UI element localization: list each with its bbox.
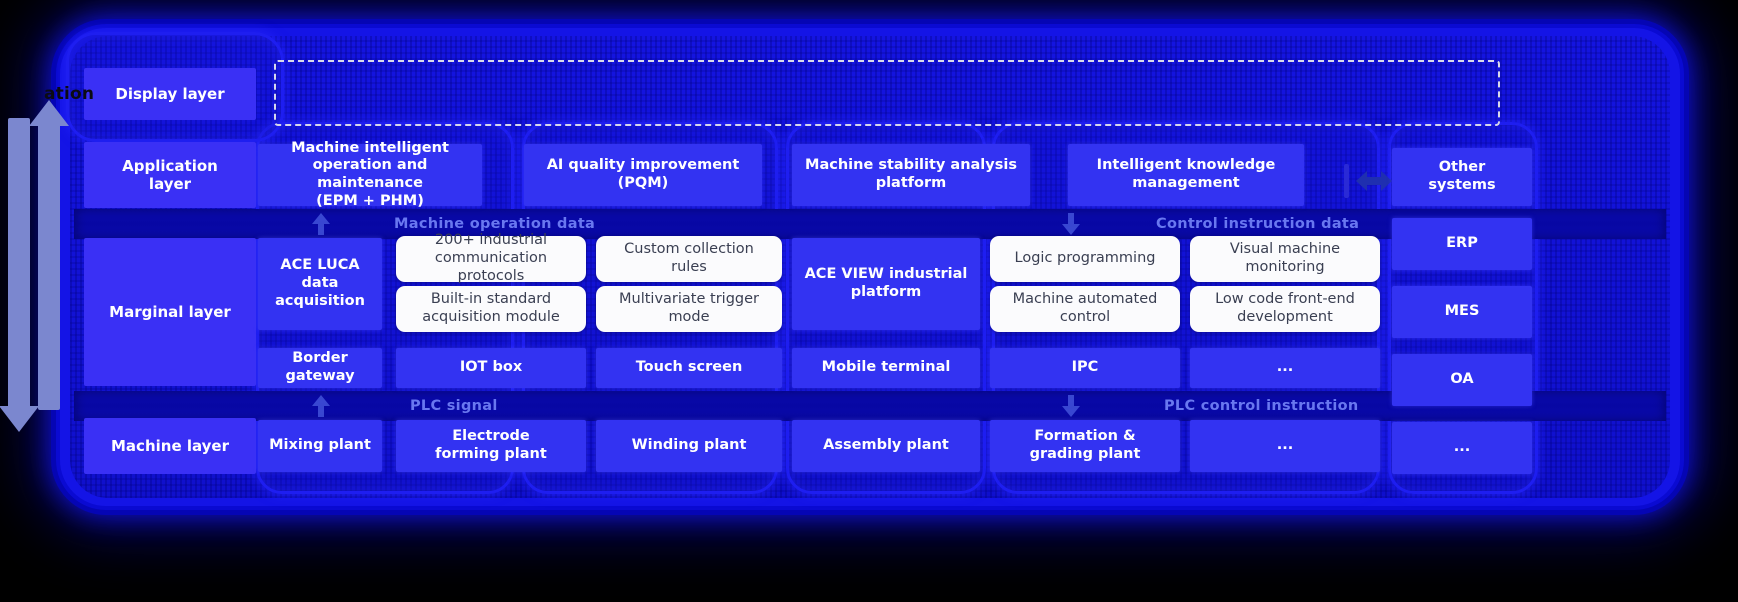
band-arrow-up-operation (312, 213, 330, 235)
app-box-stability[interactable]: Machine stability analysis platform (792, 144, 1030, 206)
pill-custom-rules[interactable]: Custom collection rules (596, 236, 782, 282)
pill-machine-automated-control[interactable]: Machine automated control (990, 286, 1180, 332)
gateway-box-mobile-terminal[interactable]: Mobile terminal (792, 348, 980, 388)
band-arrow-down-plc-control (1062, 395, 1080, 417)
pill-low-code[interactable]: Low code front-end development (1190, 286, 1380, 332)
machine-box-mixing-plant[interactable]: Mixing plant (258, 420, 382, 472)
band-label-plc-signal: PLC signal (410, 398, 498, 414)
machine-box-winding-plant[interactable]: Winding plant (596, 420, 782, 472)
machine-box-assembly-plant[interactable]: Assembly plant (792, 420, 980, 472)
gateway-box-border-gateway[interactable]: Border gateway (258, 348, 382, 388)
layer-label-marginal: Marginal layer (84, 238, 256, 386)
app-box-epm-phm[interactable]: Machine intelligent operation and mainte… (258, 140, 482, 209)
right-box-mes[interactable]: MES (1392, 286, 1532, 338)
machine-box-formation-plant[interactable]: Formation & grading plant (990, 420, 1180, 472)
pill-visual-monitoring[interactable]: Visual machine monitoring (1190, 236, 1380, 282)
band-label-machine-operation-data: Machine operation data (394, 216, 596, 232)
pill-protocols[interactable]: 200+ industrial communication protocols (396, 232, 586, 284)
pill-multivariate-trigger[interactable]: Multivariate trigger mode (596, 286, 782, 332)
right-box-oa[interactable]: OA (1392, 354, 1532, 406)
connector-tick (1344, 164, 1349, 198)
marginal-box-ace-luca[interactable]: ACE LUCA data acquisition (258, 238, 382, 330)
right-box-erp[interactable]: ERP (1392, 218, 1532, 270)
layer-label-machine: Machine layer (84, 418, 256, 474)
machine-box-more[interactable]: ... (1190, 420, 1380, 472)
pill-logic-programming[interactable]: Logic programming (990, 236, 1180, 282)
gateway-box-ipc[interactable]: IPC (990, 348, 1180, 388)
band-arrow-up-plc-signal (312, 395, 330, 417)
band-arrow-down-control (1062, 213, 1080, 235)
layer-label-display: Display layer (84, 68, 256, 120)
app-box-knowledge[interactable]: Intelligent knowledge management (1068, 144, 1304, 206)
down-arrow-indicator (0, 118, 39, 432)
machine-box-electrode-plant[interactable]: Electrode forming plant (396, 420, 586, 472)
gateway-box-iot-box[interactable]: IOT box (396, 348, 586, 388)
app-box-pqm[interactable]: AI quality improvement (PQM) (524, 144, 762, 206)
band-label-control-instruction-data: Control instruction data (1156, 216, 1360, 232)
marginal-box-ace-view[interactable]: ACE VIEW industrial platform (792, 238, 980, 330)
double-arrow-icon (1356, 171, 1392, 191)
band-label-plc-control-instruction: PLC control instruction (1164, 398, 1359, 414)
display-layer-dashed-region (274, 60, 1500, 126)
up-arrow-indicator (29, 100, 69, 410)
gateway-box-touch-screen[interactable]: Touch screen (596, 348, 782, 388)
right-box-other-systems[interactable]: Other systems (1392, 148, 1532, 206)
pill-standard-module[interactable]: Built-in standard acquisition module (396, 286, 586, 332)
cut-off-label: ation (44, 84, 95, 104)
gateway-box-more[interactable]: ... (1190, 348, 1380, 388)
right-box-more[interactable]: ... (1392, 422, 1532, 474)
layer-label-application: Application layer (84, 142, 256, 208)
